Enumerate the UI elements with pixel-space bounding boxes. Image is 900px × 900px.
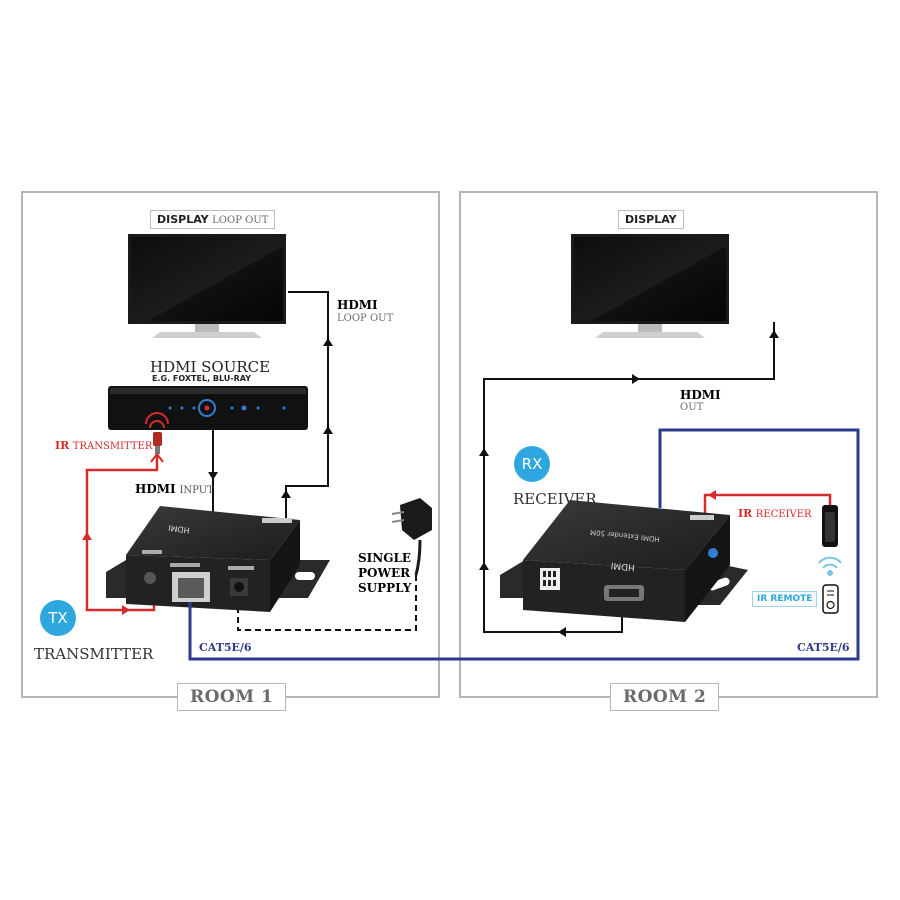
ir-receiver-bold: IR [738, 507, 753, 520]
ir-receiver-eye-icon [822, 505, 838, 547]
remote-icon [822, 584, 839, 614]
tx-badge: TX [40, 600, 76, 636]
tv-icon [571, 234, 729, 338]
power-line-3: SUPPLY [358, 581, 412, 595]
hdmi-loop-label: HDMI [337, 298, 378, 312]
power-supply-label: SINGLE POWER SUPPLY [358, 551, 411, 596]
cat-cable [188, 428, 860, 661]
rx-badge: RX [514, 446, 550, 482]
hdmi-input-label: HDMI INPUT [135, 482, 214, 496]
tv-icon [128, 234, 286, 338]
ir-receiver-label: IR RECEIVER [738, 507, 812, 520]
ir-transmitter-label: IR TRANSMITTER [55, 439, 152, 452]
display-tag-light: LOOP OUT [212, 215, 269, 226]
hdmi-out-label: HDMI [680, 388, 721, 402]
display-tag-bold: DISPLAY [157, 213, 209, 226]
tx-label: TRANSMITTER [34, 645, 154, 663]
wifi-icon [818, 556, 842, 576]
svg-text:HDMI: HDMI [610, 560, 635, 572]
hdmi-input-bold: HDMI [135, 482, 176, 496]
ir-transmitter-light: TRANSMITTER [72, 441, 153, 452]
display-tag-room2: DISPLAY [618, 210, 684, 229]
ir-receiver-light: RECEIVER [755, 509, 812, 520]
ir-transmitter-bold: IR [55, 439, 70, 452]
power-line-2: POWER [358, 566, 411, 580]
hdmi-loop-sub: LOOP OUT [337, 313, 394, 324]
ir-receiver-cable [703, 493, 832, 520]
ir-remote-label: IR REMOTE [752, 591, 818, 607]
hdmi-source-icon [108, 386, 308, 430]
extender-tx-icon: HDMI [106, 506, 330, 612]
hdmi-source-subtitle: E.G. FOXTEL, BLU-RAY [152, 374, 251, 383]
display-loop-tag: DISPLAY LOOP OUT [150, 210, 276, 229]
power-adapter-icon [391, 498, 432, 576]
cat-label-room1: CAT5E/6 [199, 641, 252, 654]
rx-label: RECEIVER [513, 490, 597, 508]
hdmi-source-title: HDMI SOURCE [150, 358, 271, 376]
display-tag-room2-bold: DISPLAY [625, 213, 677, 226]
room1-label: ROOM 1 [177, 683, 287, 711]
hdmi-out-sub: OUT [680, 402, 704, 413]
hdmi-out-cable [483, 322, 775, 633]
power-cable [237, 575, 417, 631]
power-line-1: SINGLE [358, 551, 412, 565]
extender-rx-icon: HDMI HDMI Extender 50M [500, 500, 748, 622]
hdmi-input-light: INPUT [179, 485, 214, 496]
ir-emitter-icon [145, 412, 169, 454]
svg-text:HDMI: HDMI [168, 523, 190, 535]
cat-label-room2: CAT5E/6 [797, 641, 850, 654]
room2-label: ROOM 2 [610, 683, 720, 711]
